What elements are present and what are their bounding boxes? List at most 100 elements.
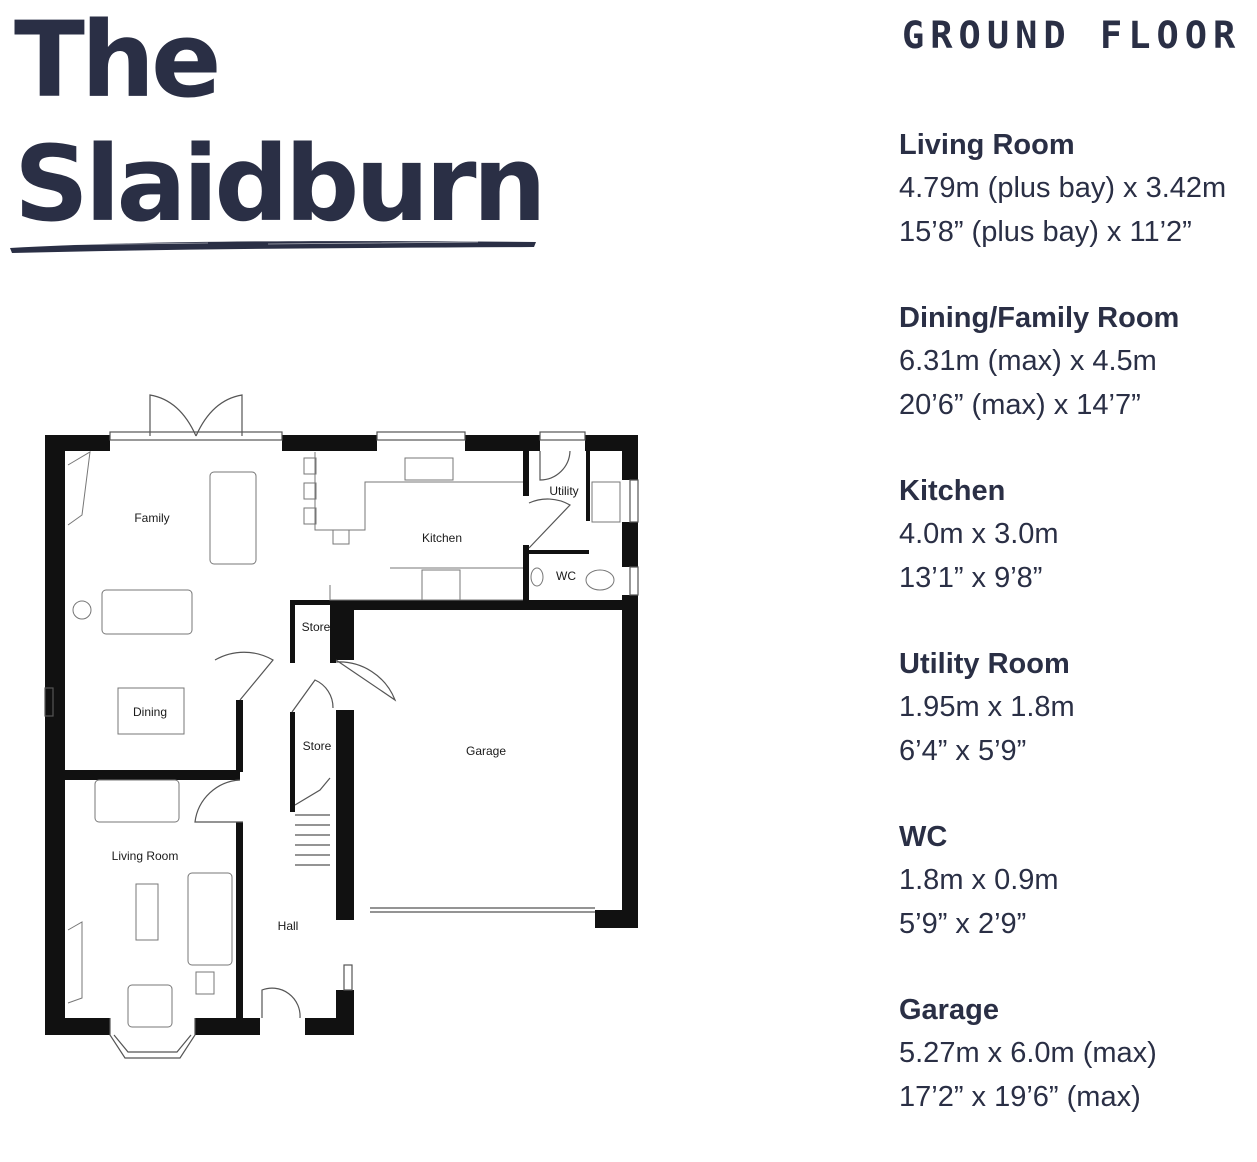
room-name: Dining/Family Room (899, 302, 1180, 334)
room-schedule: Living Room 4.79m (plus bay) x 3.42m 15’… (899, 124, 1257, 1162)
wc-toilet (585, 569, 615, 591)
window-family-north (109, 431, 283, 441)
stool-1 (303, 457, 317, 475)
label-hall: Hall (278, 919, 299, 933)
wall-living-north (45, 770, 240, 780)
room-metric: 6.31m (max) x 4.5m (899, 345, 1157, 377)
bay-window (109, 1018, 196, 1059)
label-store-lower: Store (303, 739, 332, 753)
wall-garage-west-mid (336, 710, 354, 890)
room-metric: 5.27m x 6.0m (max) (899, 1037, 1157, 1069)
wall-kitchen-utility-low (523, 545, 529, 602)
wall-east-lower (622, 595, 638, 925)
armchair (127, 984, 173, 1028)
sofa-living-top (94, 779, 180, 823)
window-wc-east (629, 566, 639, 596)
wall-segments (45, 435, 638, 1035)
room-labels: Family Kitchen Utility WC Store Store Di… (112, 484, 579, 933)
wall-garage-west-stub (336, 890, 354, 920)
wall-east-upper (622, 435, 638, 480)
wall-kitchen-utility (523, 451, 529, 496)
door-swing-garage (335, 659, 397, 702)
label-utility: Utility (549, 484, 578, 498)
wall-north-right (465, 435, 540, 451)
room-imperial: 13’1” x 9’8” (899, 562, 1043, 594)
door-swing-front (261, 987, 301, 1019)
french-doors (149, 394, 243, 437)
room-imperial: 5’9” x 2’9” (899, 908, 1027, 940)
label-store-upper: Store (302, 620, 331, 634)
room-name: Living Room (899, 129, 1075, 161)
staircase (294, 777, 331, 866)
dining-table (117, 687, 185, 735)
room-name: Kitchen (899, 475, 1006, 507)
door-swing-store (291, 679, 334, 713)
window-utility-east (629, 479, 639, 523)
label-garage: Garage (466, 744, 506, 758)
room-name: Garage (899, 994, 999, 1026)
kitchen-hob (421, 569, 461, 601)
floor-heading: GROUND FLOOR (902, 14, 1242, 57)
wall-west (45, 435, 65, 1035)
room-entry-wc: WC 1.8m x 0.9m 5’9” x 2’9” (899, 816, 1257, 989)
floor-plan: Family Kitchen Utility WC Store Store Di… (44, 394, 639, 1059)
wall-store-west (290, 603, 295, 663)
wall-south-right (305, 1018, 354, 1035)
room-imperial: 17’2” x 19’6” (max) (899, 1081, 1141, 1113)
label-wc: WC (556, 569, 576, 583)
wall-store-east (330, 603, 336, 663)
lamp-family (72, 600, 92, 620)
wall-hall-west-upper (236, 700, 243, 772)
kitchen-island-stool (332, 529, 350, 545)
wall-north-left (45, 435, 110, 451)
room-entry-garage: Garage 5.27m x 6.0m (max) 17’2” x 19’6” … (899, 989, 1257, 1162)
room-metric: 4.0m x 3.0m (899, 518, 1059, 550)
wall-store-lower-west (290, 712, 295, 812)
door-swing-wc (528, 498, 571, 549)
kitchen-worktop (314, 452, 523, 601)
room-imperial: 20’6” (max) x 14’7” (899, 389, 1141, 421)
sofa-family (209, 471, 257, 565)
brush-underline (10, 241, 536, 253)
window-dining-west (44, 687, 54, 717)
label-family: Family (134, 511, 169, 525)
wall-garage-north (336, 600, 638, 610)
room-entry-living-room: Living Room 4.79m (plus bay) x 3.42m 15’… (899, 124, 1257, 297)
room-metric: 1.8m x 0.9m (899, 864, 1059, 896)
room-name: Utility Room (899, 648, 1070, 680)
wall-south-mid (195, 1018, 260, 1035)
stool-3 (303, 507, 317, 525)
label-living-room: Living Room (112, 849, 179, 863)
wall-store-top (290, 600, 340, 605)
door-swing-utility (539, 450, 571, 481)
tv-family (67, 451, 91, 526)
window-utility-north (539, 431, 586, 441)
wall-south-garage (595, 910, 638, 928)
wall-garage-west-upper (336, 600, 354, 660)
room-metric: 1.95m x 1.8m (899, 691, 1075, 723)
stool-2 (303, 482, 317, 500)
label-kitchen: Kitchen (422, 531, 462, 545)
door-swing-living (194, 779, 243, 823)
sofa-living-side (187, 872, 233, 966)
coffee-table (135, 883, 159, 941)
kitchen-sink (404, 457, 454, 481)
title-line-1: The (14, 0, 222, 121)
wc-basin (530, 567, 544, 587)
room-name: WC (899, 821, 948, 853)
window-hall-east (343, 964, 353, 991)
furniture (67, 451, 621, 1028)
tv-living (67, 921, 83, 1004)
label-dining: Dining (133, 705, 167, 719)
room-imperial: 6’4” x 5’9” (899, 735, 1027, 767)
room-metric: 4.79m (plus bay) x 3.42m (899, 172, 1227, 204)
wall-utility-east-inner (586, 451, 590, 521)
windows-and-bay (44, 394, 639, 1059)
tv-unit (195, 971, 215, 995)
title-line-2: Slaidburn (14, 123, 547, 245)
wall-east-mid (622, 522, 638, 567)
room-entry-utility: Utility Room 1.95m x 1.8m 6’4” x 5’9” (899, 643, 1257, 816)
wall-hall-west-lower (236, 822, 243, 1022)
wall-south-left (45, 1018, 110, 1035)
room-imperial: 15’8” (plus bay) x 11’2” (899, 216, 1192, 248)
